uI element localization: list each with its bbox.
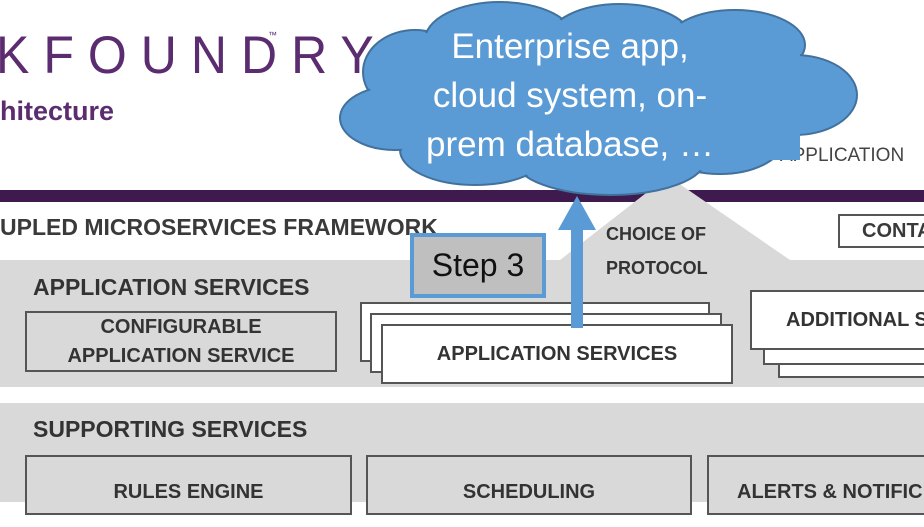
page-subtitle: hitecture	[0, 96, 115, 126]
up-arrow-icon	[558, 196, 596, 328]
cloud-line-3: prem database, …	[426, 125, 714, 164]
cloud-shape	[339, 1, 858, 196]
cloud-line-2: cloud system, on-	[432, 76, 708, 115]
rules-engine-label: RULES ENGINE	[113, 481, 264, 503]
application-services-title: APPLICATION SERVICES	[33, 274, 310, 300]
supporting-services-title: SUPPORTING SERVICES	[33, 416, 308, 442]
app-services-stack-front: APPLICATION SERVICES	[381, 324, 733, 384]
step-3-label: Step 3	[414, 237, 542, 294]
cloud-line-1: Enterprise app,	[451, 27, 689, 66]
configurable-line-2: APPLICATION SERVICE	[67, 345, 295, 367]
protocol-wedge	[560, 176, 790, 260]
additional-services-label: ADDITIONAL S	[786, 309, 924, 331]
framework-title: UPLED MICROSERVICES FRAMEWORK	[0, 214, 438, 240]
trademark-symbol: ™	[268, 30, 277, 40]
step-3-label-box: Step 3	[410, 233, 546, 298]
additional-services-box: ADDITIONAL S	[750, 290, 924, 350]
protocol-line-2: PROTOCOL	[606, 258, 708, 278]
alerts-label: ALERTS & NOTIFIC	[737, 481, 923, 503]
protocol-line-1: CHOICE OF	[606, 224, 707, 244]
cloud-text: Enterprise app, cloud system, on- prem d…	[400, 22, 740, 169]
app-services-stack-label: APPLICATION SERVICES	[436, 343, 678, 365]
edgex-foundry-logo: KFOUNDRY	[0, 25, 388, 85]
scheduling-label: SCHEDULING	[462, 481, 596, 503]
configurable-application-service-box: CONFIGURABLE APPLICATION SERVICE	[25, 311, 337, 372]
configurable-line-1: CONFIGURABLE	[100, 316, 262, 338]
